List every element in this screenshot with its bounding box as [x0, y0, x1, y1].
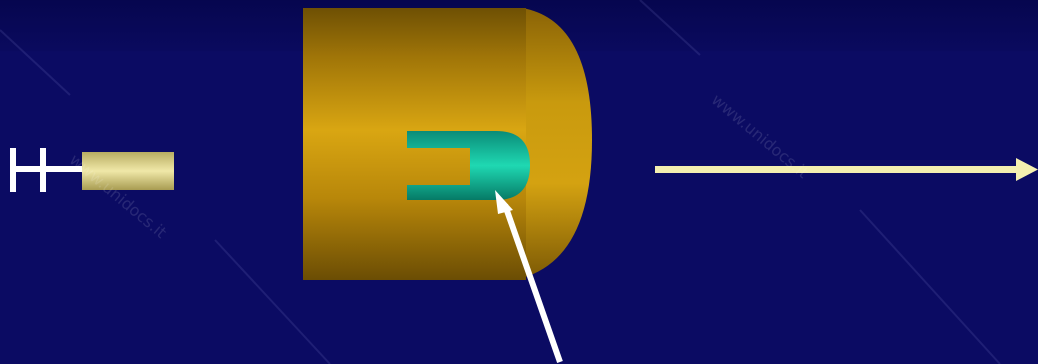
right-arrow-icon	[655, 158, 1038, 181]
syringe-plunger-icon	[10, 148, 174, 192]
